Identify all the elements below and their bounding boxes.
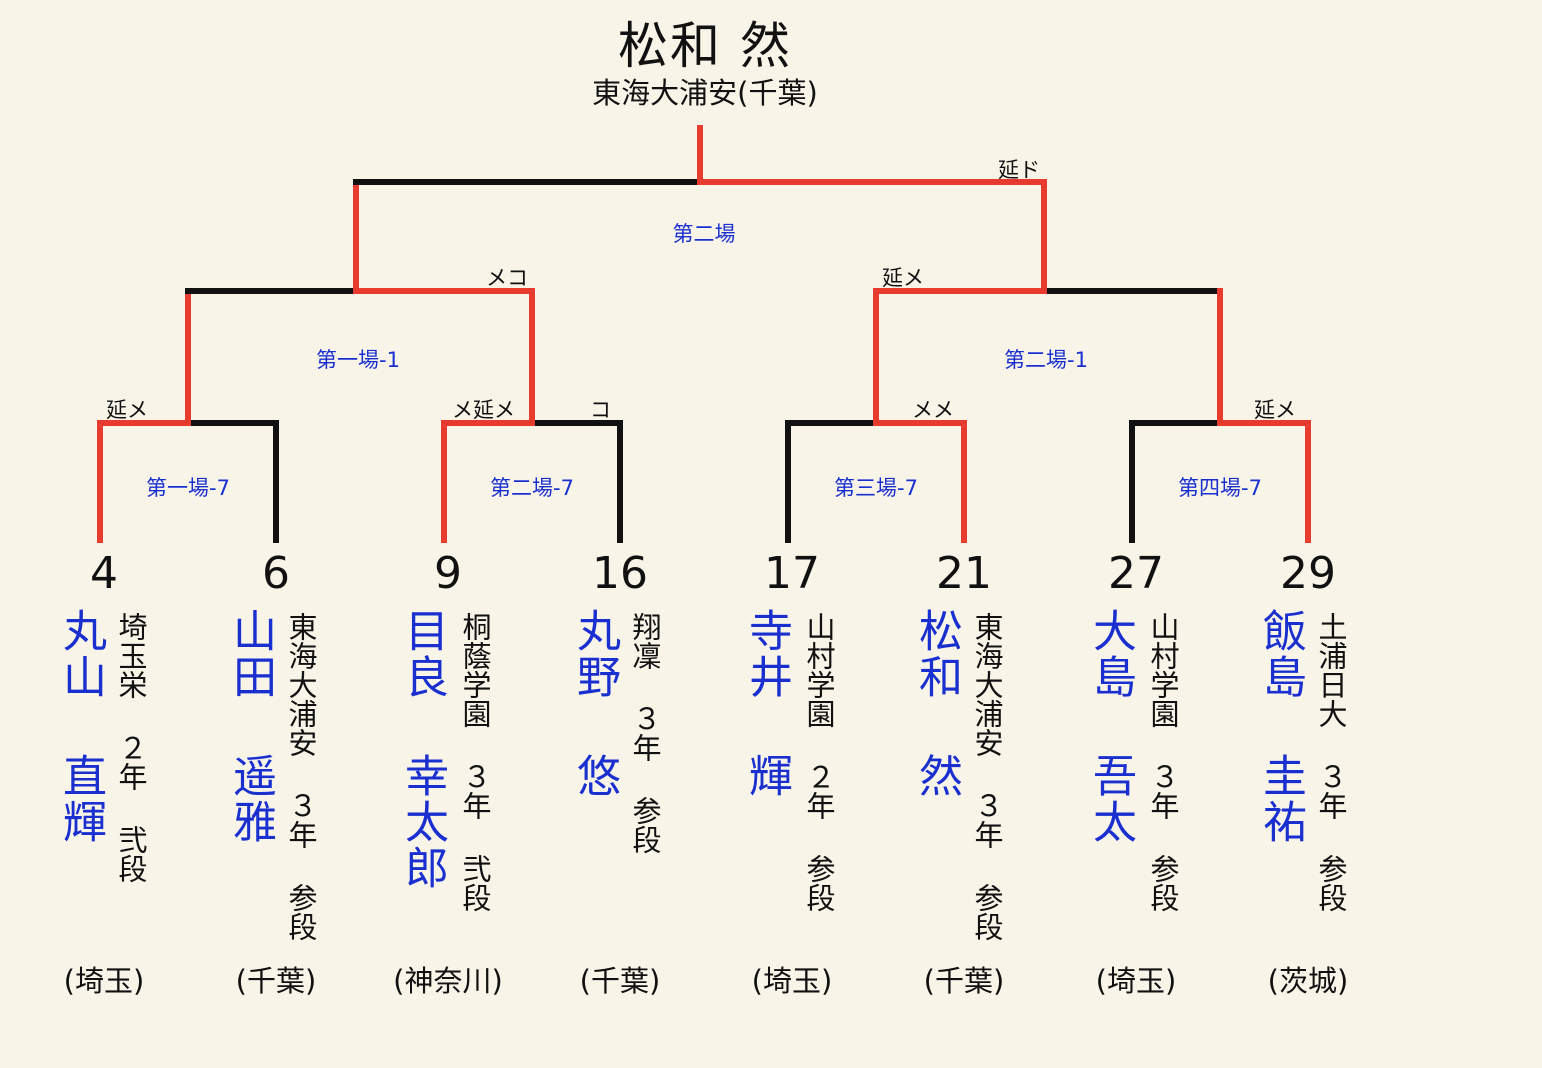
player-prefecture: (埼玉) bbox=[1095, 964, 1177, 998]
player-name: 飯島 圭祐 bbox=[1255, 608, 1306, 845]
player-name: 寺井 輝 bbox=[741, 608, 792, 799]
player-prefecture: (埼玉) bbox=[63, 964, 145, 998]
player-school-grade-rank: 桐蔭学園 ３年 弐段 bbox=[458, 612, 492, 912]
score-qf3-right: メメ bbox=[912, 398, 954, 422]
venue-final: 第二場 bbox=[672, 222, 736, 246]
player-name: 大島 吾太 bbox=[1085, 608, 1136, 845]
player-prefecture: (千葉) bbox=[235, 964, 317, 998]
player-prefecture: (埼玉) bbox=[751, 964, 833, 998]
player-name: 目良 幸太郎 bbox=[397, 608, 448, 891]
player-school-grade-rank: 埼玉栄 ２年 弐段 bbox=[114, 612, 148, 883]
champion-school: 東海大浦安(千葉) bbox=[592, 76, 818, 110]
player-school-grade-rank: 山村学園 ２年 参段 bbox=[802, 612, 836, 912]
score-semi-right-left: 延メ bbox=[882, 266, 924, 290]
venue-qf1: 第一場-7 bbox=[146, 476, 230, 500]
score-qf4-right: 延メ bbox=[1254, 398, 1296, 422]
venue-qf4: 第四場-7 bbox=[1178, 476, 1262, 500]
player-seed: 27 bbox=[1108, 548, 1164, 599]
player-prefecture: (神奈川) bbox=[393, 964, 503, 998]
score-qf2-left: メ延メ bbox=[452, 398, 515, 422]
venue-qf2: 第二場-7 bbox=[490, 476, 574, 500]
venue-semi-right: 第二場-1 bbox=[1004, 348, 1088, 372]
player-seed: 21 bbox=[936, 548, 992, 599]
player-name: 丸野 悠 bbox=[569, 608, 620, 799]
player-prefecture: (千葉) bbox=[579, 964, 661, 998]
player-seed: 9 bbox=[434, 548, 462, 599]
player-name: 山田 遥雅 bbox=[225, 608, 276, 845]
score-qf2-right: コ bbox=[590, 398, 611, 422]
player-seed: 17 bbox=[764, 548, 820, 599]
player-name: 丸山 直輝 bbox=[55, 608, 106, 845]
champion-name: 松和 然 bbox=[618, 17, 792, 75]
player-seed: 16 bbox=[592, 548, 648, 599]
player-school-grade-rank: 東海大浦安 ３年 参段 bbox=[970, 612, 1004, 941]
player-name: 松和 然 bbox=[911, 608, 962, 799]
player-seed: 29 bbox=[1280, 548, 1336, 599]
player-seed: 6 bbox=[262, 548, 290, 599]
score-final-right: 延ド bbox=[998, 158, 1040, 182]
player-school-grade-rank: 山村学園 ３年 参段 bbox=[1146, 612, 1180, 912]
venue-qf3: 第三場-7 bbox=[834, 476, 918, 500]
player-school-grade-rank: 土浦日大 ３年 参段 bbox=[1314, 612, 1348, 912]
player-school-grade-rank: 東海大浦安 ３年 参段 bbox=[284, 612, 318, 941]
score-semi-left-right: メコ bbox=[486, 266, 528, 290]
player-prefecture: (茨城) bbox=[1267, 964, 1349, 998]
player-seed: 4 bbox=[90, 548, 118, 599]
player-prefecture: (千葉) bbox=[923, 964, 1005, 998]
venue-semi-left: 第一場-1 bbox=[316, 348, 400, 372]
player-school-grade-rank: 翔凜 ３年 参段 bbox=[628, 612, 662, 854]
score-qf1-left: 延メ bbox=[106, 398, 148, 422]
